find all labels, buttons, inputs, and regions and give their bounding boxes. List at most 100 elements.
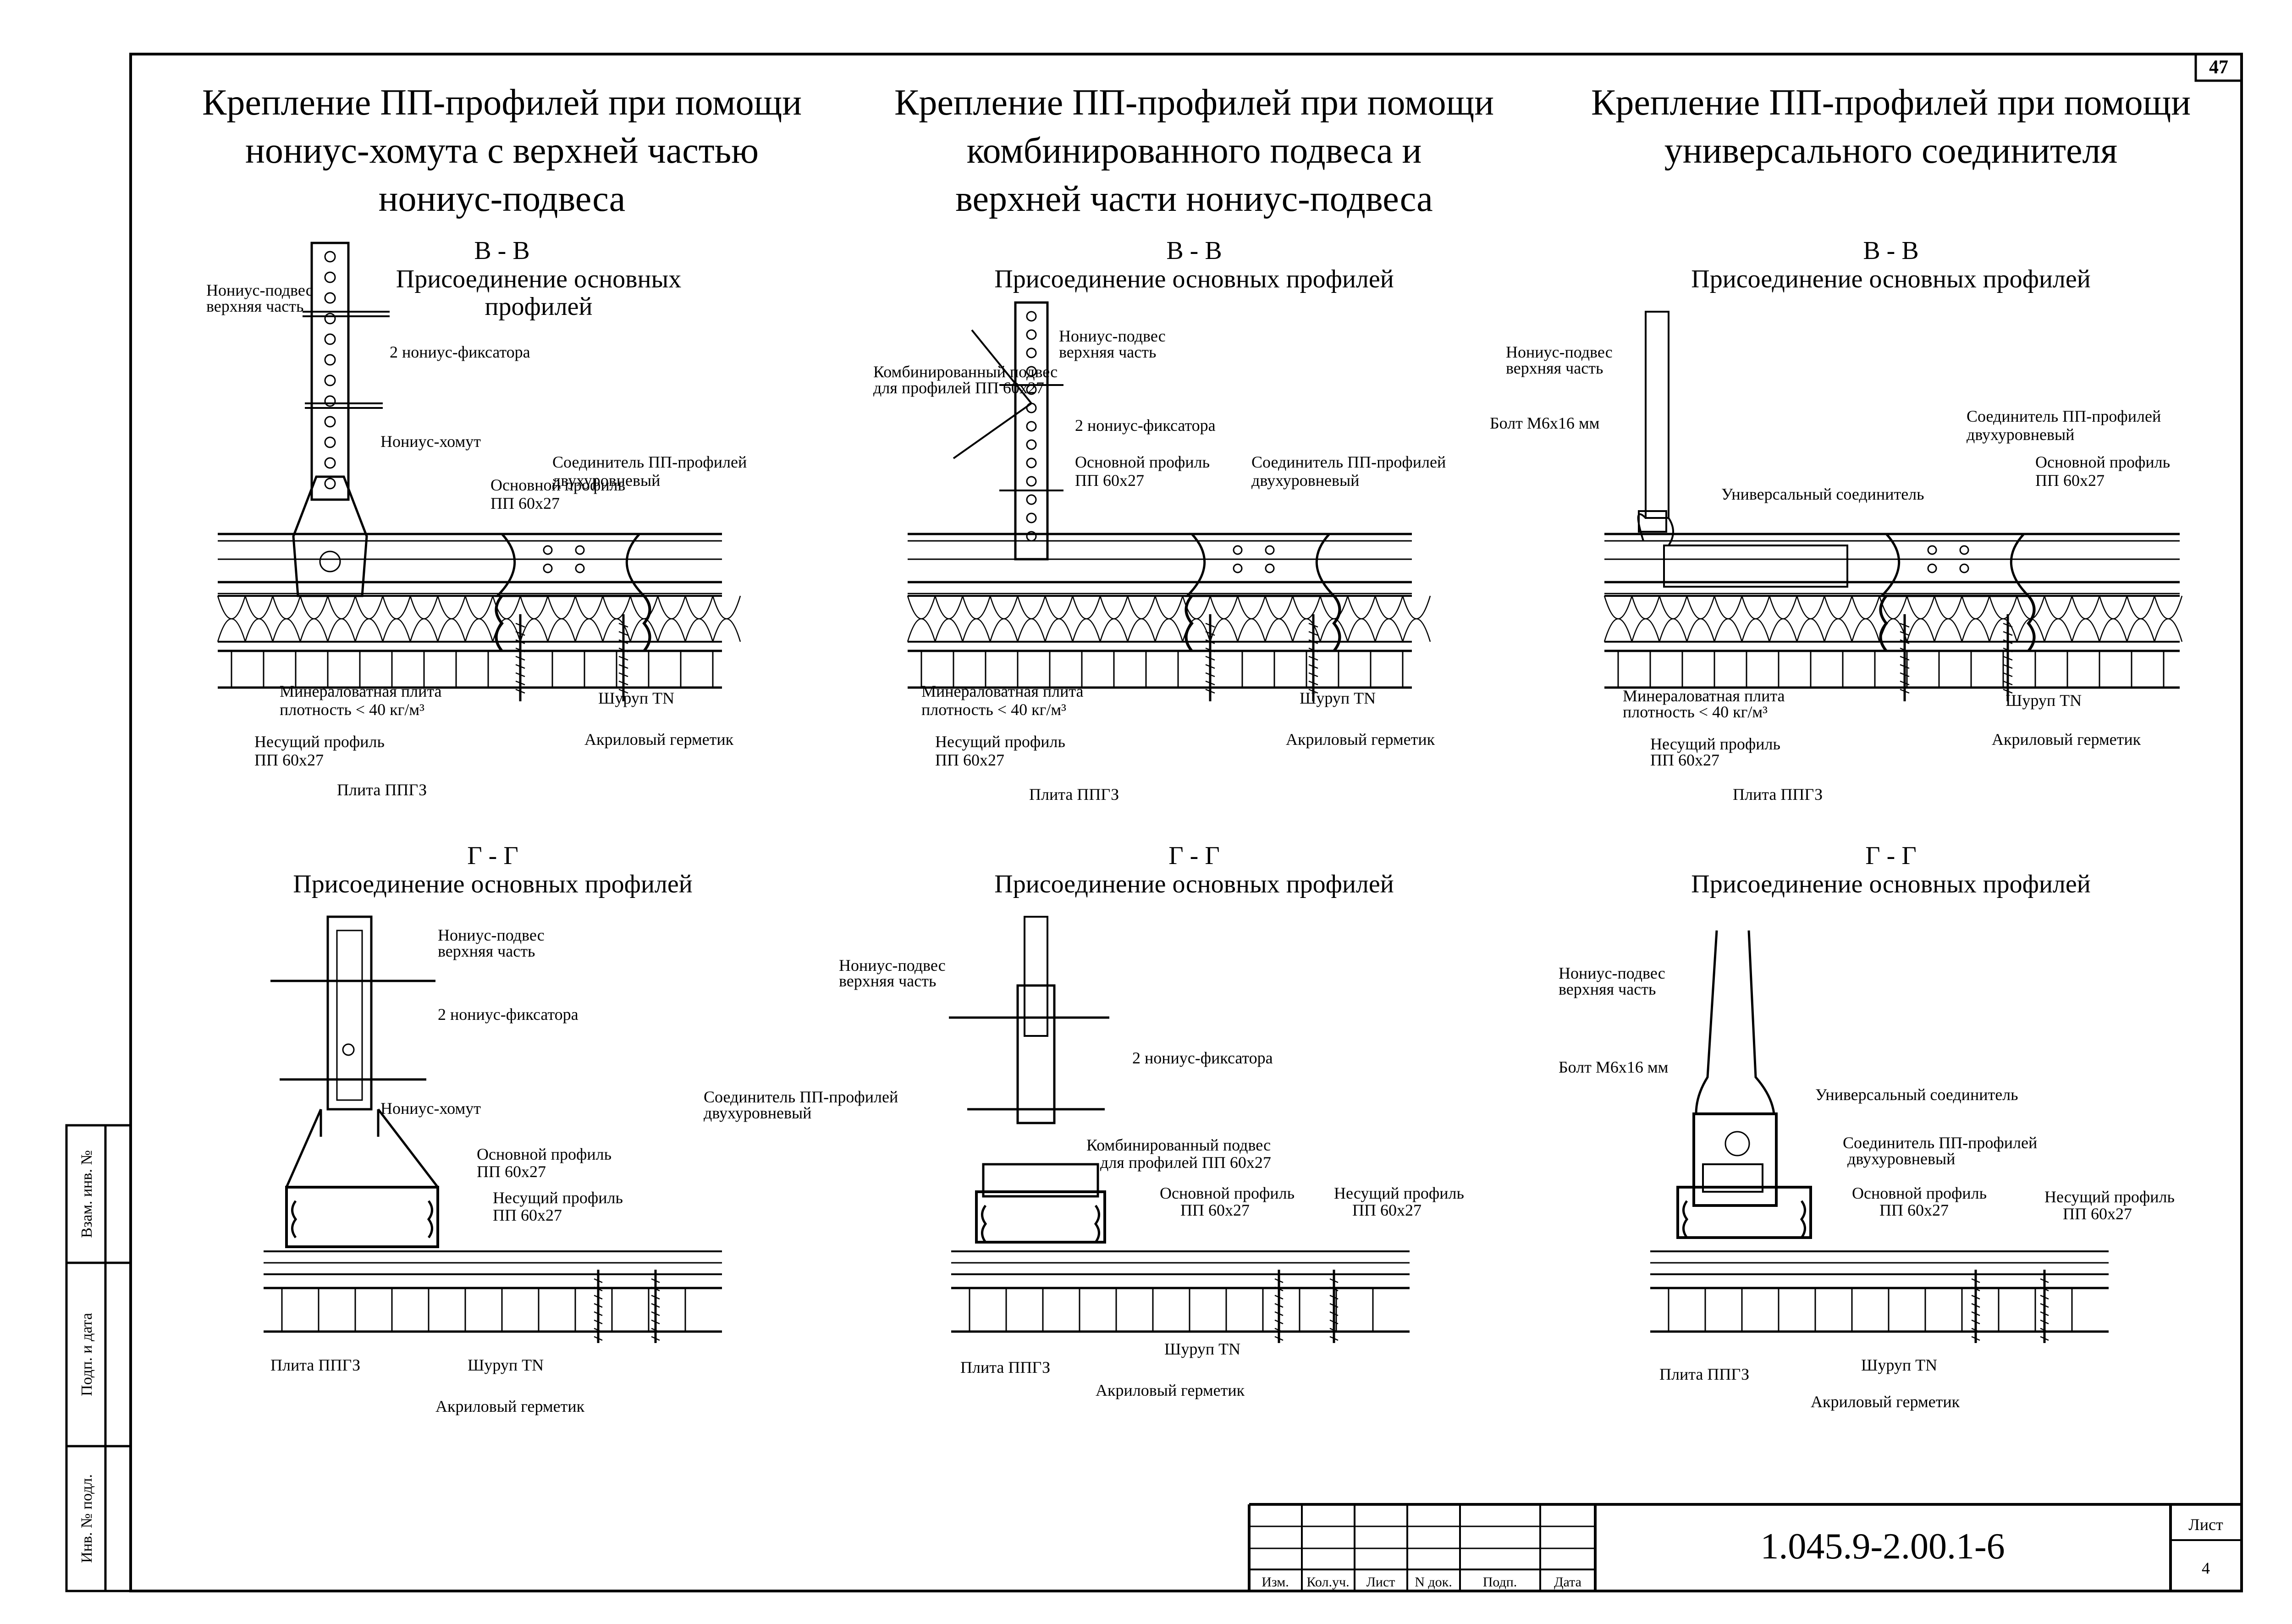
callout-label: Универсальный соединитель <box>1815 1085 2018 1104</box>
callout-label: для профилей ПП 60х27 <box>1100 1153 1271 1172</box>
connector-hole <box>1233 563 1243 573</box>
callout-label: двухуровневый <box>704 1104 811 1122</box>
sheet-frame: 47 Взам. инв. № Подп. и дата Инв. № подл… <box>65 53 2243 1592</box>
screw-thread <box>2040 1303 2049 1308</box>
screw-thread <box>1971 1286 1980 1292</box>
callout-label: Акриловый герметик <box>1811 1393 1960 1411</box>
hanger-hole <box>1026 457 1037 468</box>
screw-thread <box>515 647 525 653</box>
hanger-hole <box>324 292 336 304</box>
callout-label: Несущий профиль <box>1334 1184 1464 1202</box>
callout-label: Универсальный соединитель <box>1721 485 1924 503</box>
vernier-hanger <box>326 915 373 1111</box>
screw-thread <box>1274 1303 1284 1308</box>
callout-label: ПП 60х27 <box>2063 1205 2132 1223</box>
screw-thread <box>1329 1336 1339 1341</box>
screw-thread <box>1900 639 1910 644</box>
callout-label: Нониус-подвес <box>1559 964 1665 982</box>
screw-thread <box>2040 1327 2049 1333</box>
hdr-izm: Изм. <box>1262 1574 1289 1590</box>
callout-label: верхняя часть <box>438 942 535 960</box>
screw-thread <box>594 1319 603 1325</box>
callout-label: Несущий профиль <box>493 1189 623 1207</box>
connector-hole <box>575 563 585 573</box>
side-stamp <box>65 1124 132 1592</box>
callout-label: Несущий профиль <box>2044 1188 2175 1206</box>
screw-thread <box>1329 1286 1339 1292</box>
screw-thread <box>2003 680 2013 686</box>
screw-thread <box>651 1294 660 1300</box>
screw-thread <box>1900 672 1910 677</box>
sheet-number: 4 <box>2202 1559 2210 1577</box>
column-title: нониус-подвеса <box>379 179 626 219</box>
screw-thread <box>1308 688 1318 694</box>
hanger-sleeve <box>1016 984 1056 1124</box>
callout-label: Плита ППГЗ <box>1733 785 1823 804</box>
connector-hole <box>1265 563 1275 573</box>
title-block: Изм. Кол.уч. Лист N док. Подп. Дата 1.04… <box>1248 1503 2242 1591</box>
screw-thread <box>1329 1327 1339 1333</box>
hanger-hole <box>324 271 336 283</box>
callout-label: Соединитель ПП-профилей <box>1251 453 1446 471</box>
screw-thread <box>594 1311 603 1316</box>
callout-label: верхняя часть <box>1059 343 1156 361</box>
hanger-hole <box>1026 347 1037 358</box>
screw-thread <box>1900 631 1910 636</box>
callout-label: верхняя часть <box>1559 980 1656 998</box>
hanger-hole <box>324 457 336 469</box>
screw-thread <box>515 631 525 636</box>
profile-lips <box>291 1200 433 1239</box>
screw-thread <box>1274 1311 1284 1316</box>
callout-label: ПП 60х27 <box>1075 471 1144 490</box>
screw-thread <box>1971 1303 1980 1308</box>
screw-thread <box>1205 688 1215 694</box>
callout-label: Минераловатная плита <box>921 682 1084 700</box>
screw-thread <box>2003 647 2013 653</box>
hanger-hole <box>324 395 336 407</box>
vernier-hanger <box>310 242 350 501</box>
callout-label: Акриловый герметик <box>1992 730 2141 749</box>
callout-label: Минераловатная плита <box>280 682 442 700</box>
callout-label: для профилей ПП 60х27 <box>873 379 1044 397</box>
callout-label: ПП 60х27 <box>1180 1201 1250 1219</box>
hdr-koluch: Кол.уч. <box>1306 1574 1349 1590</box>
callout-label: Основной профиль <box>490 476 625 494</box>
column-title: Крепление ПП-профилей при помощи <box>202 83 802 123</box>
callout-label: ПП 60х27 <box>2035 471 2105 490</box>
connector-plate <box>1702 1163 1763 1193</box>
bolt-m6 <box>1638 510 1667 533</box>
callout-label: Шуруп TN <box>1164 1340 1240 1358</box>
screw-thread <box>618 664 628 669</box>
column-title: Крепление ПП-профилей при помощи <box>894 83 1494 123</box>
callout-label: Болт М6х16 мм <box>1559 1058 1668 1076</box>
screw-thread <box>651 1278 660 1283</box>
screw-thread <box>1971 1327 1980 1333</box>
section-caption: Присоединение основных профилей <box>293 870 692 898</box>
callout-label: Плита ППГЗ <box>1029 785 1119 804</box>
column-2: Крепление ПП-профилей при помощикомбинир… <box>704 83 1494 1399</box>
screw-thread <box>2040 1294 2049 1300</box>
screw-thread <box>515 688 525 694</box>
screw-thread <box>618 680 628 686</box>
callout-label: Шуруп TN <box>468 1356 544 1374</box>
stamp-podp: Подп. и дата <box>78 1313 95 1396</box>
screw-thread <box>1308 647 1318 653</box>
callout-label: ПП 60х27 <box>254 751 324 769</box>
callout-label: ПП 60х27 <box>1352 1201 1421 1219</box>
screw-thread <box>594 1286 603 1292</box>
profile-connector <box>1879 533 2032 597</box>
hanger-hole <box>1026 476 1037 487</box>
screw-thread <box>594 1327 603 1333</box>
screw-thread <box>618 622 628 628</box>
callout-label: Шуруп TN <box>598 689 674 707</box>
bearing-profile-clip <box>1879 595 2036 652</box>
callout-label: Шуруп TN <box>1861 1356 1937 1374</box>
callout-label: верхняя часть <box>1506 359 1603 377</box>
callout-label: ПП 60х27 <box>1879 1201 1949 1219</box>
screw-thread <box>651 1311 660 1316</box>
vernier-clamp <box>292 475 368 597</box>
callout-label: Нониус-подвес <box>206 281 313 299</box>
connector-hole <box>1927 545 1937 555</box>
bearing-profile-clip <box>1185 595 1341 652</box>
screw-thread <box>515 680 525 686</box>
